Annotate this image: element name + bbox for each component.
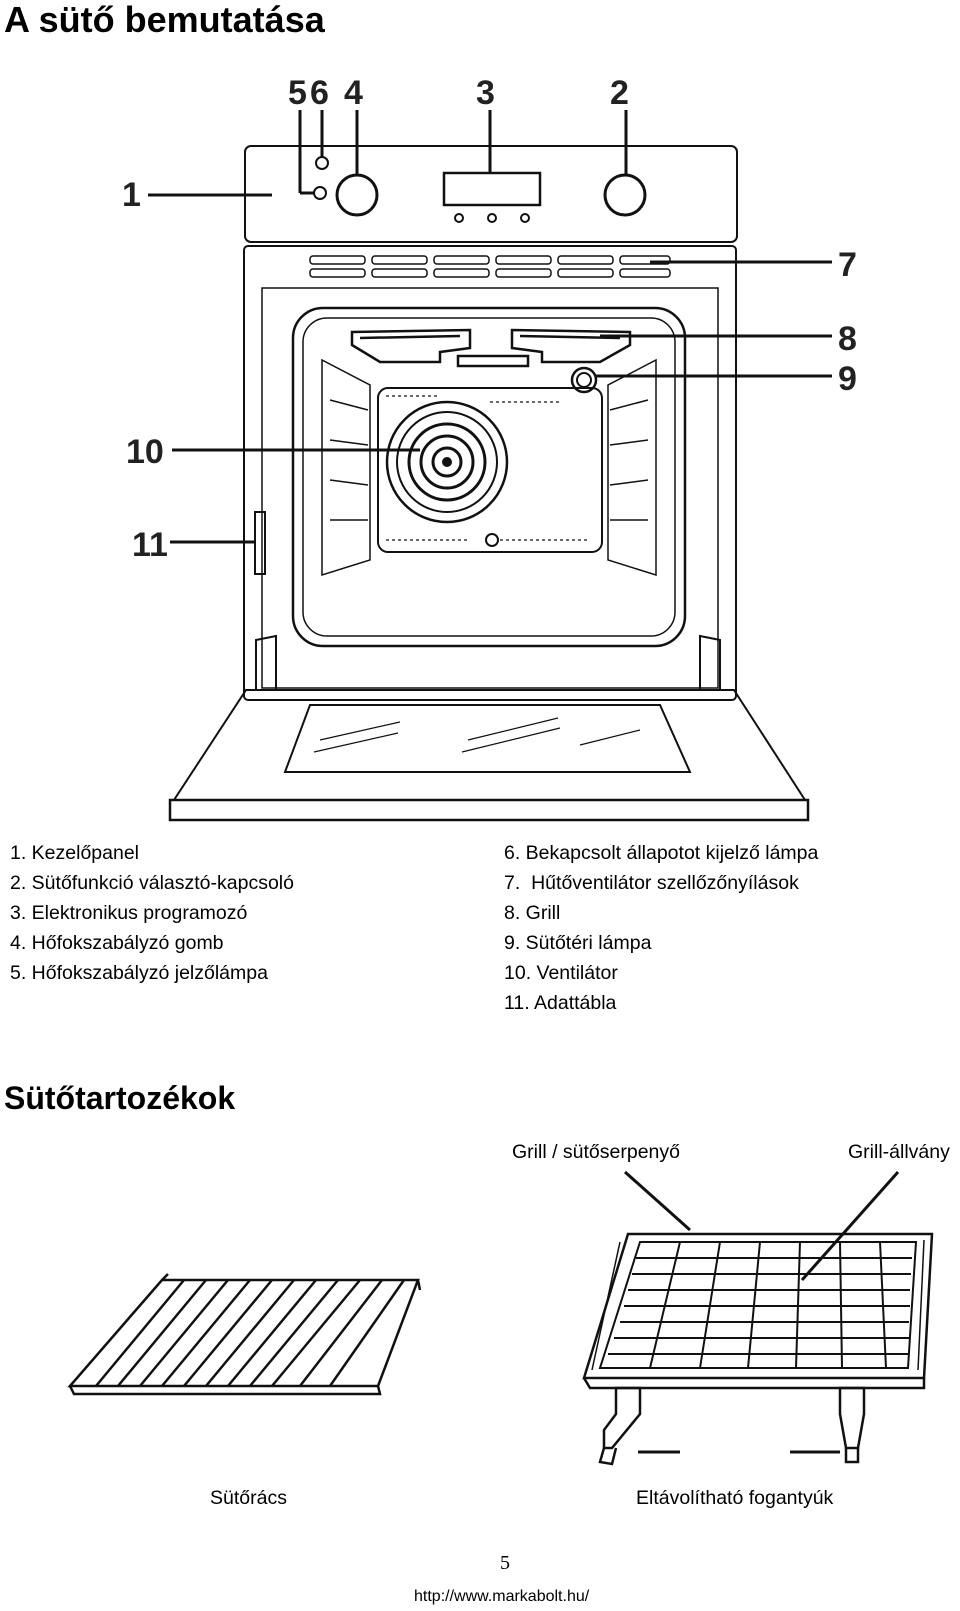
legend-item: 8. Grill xyxy=(504,902,561,924)
grill-element xyxy=(350,328,632,368)
legend-item: 6. Bekapcsolt állapotot kijelző lámpa xyxy=(504,842,819,864)
page-title: A sütő bemutatása xyxy=(4,0,325,40)
callout-10: 10 xyxy=(126,433,164,471)
temperature-knob xyxy=(335,173,379,217)
indicator-lamp-6 xyxy=(315,156,329,170)
fan xyxy=(385,400,509,524)
grill-pan xyxy=(582,1232,934,1390)
rating-plate xyxy=(254,511,266,575)
oven-cavity xyxy=(291,306,687,648)
callout-2: 2 xyxy=(610,74,629,112)
callout-8: 8 xyxy=(838,320,857,358)
legend-item: 7. Hűtőventilátor szellőzőnyílások xyxy=(504,872,799,894)
callout-11: 11 xyxy=(132,526,168,564)
callout-lines xyxy=(148,110,832,544)
back-panel xyxy=(377,387,603,553)
callout-3: 3 xyxy=(476,74,495,112)
legend-item: 5. Hőfokszabályzó jelzőlámpa xyxy=(10,962,268,984)
legend-item: 11. Adattábla xyxy=(504,992,617,1014)
legend-item: 10. Ventilátor xyxy=(504,962,618,984)
callout-6: 6 xyxy=(310,74,329,112)
legend-item: 2. Sütőfunkció választó-kapcsoló xyxy=(10,872,294,894)
oven-body xyxy=(243,245,737,701)
handles-label: Eltávolítható fogantyúk xyxy=(636,1487,834,1509)
oven-rack xyxy=(67,1273,422,1396)
door-glass xyxy=(283,704,692,773)
legend-right: 6. Bekapcsolt állapotot kijelző lámpa 7.… xyxy=(504,838,818,1018)
legend-left: 1. Kezelőpanel 2. Sütőfunkció választó-k… xyxy=(10,838,294,988)
legend-item: 4. Hőfokszabályzó gomb xyxy=(10,932,224,954)
programmer-display xyxy=(442,171,542,207)
legend-item: 3. Elektronikus programozó xyxy=(10,902,248,924)
page-number: 5 xyxy=(500,1552,510,1574)
callout-4: 4 xyxy=(344,74,363,112)
grill-rack xyxy=(598,1241,918,1369)
callout-9: 9 xyxy=(838,360,857,398)
callout-7: 7 xyxy=(838,246,857,284)
side-rails xyxy=(321,358,657,577)
accessories-diagram xyxy=(67,1170,934,1466)
grill-pan-label: Grill / sütőserpenyő xyxy=(512,1141,680,1163)
removable-handles xyxy=(598,1386,866,1466)
footer-url[interactable]: http://www.markabolt.hu/ xyxy=(414,1588,590,1605)
grill-rack-label: Grill-állvány xyxy=(848,1141,950,1163)
oven-rack-label: Sütőrács xyxy=(210,1487,287,1509)
oven-diagram: 1 2 3 4 5 6 7 8 9 10 11 xyxy=(122,74,857,822)
indicator-lamp-5 xyxy=(313,186,327,200)
legend-item: 1. Kezelőpanel xyxy=(10,842,140,864)
callout-5: 5 xyxy=(288,74,307,112)
function-selector-knob xyxy=(603,173,647,217)
cooling-vents xyxy=(309,255,671,278)
callout-1: 1 xyxy=(122,176,141,214)
accessories-heading: Sütőtartozékok xyxy=(4,1080,236,1116)
legend-item: 9. Sütőtéri lámpa xyxy=(504,932,652,954)
oven-lamp xyxy=(570,366,598,394)
